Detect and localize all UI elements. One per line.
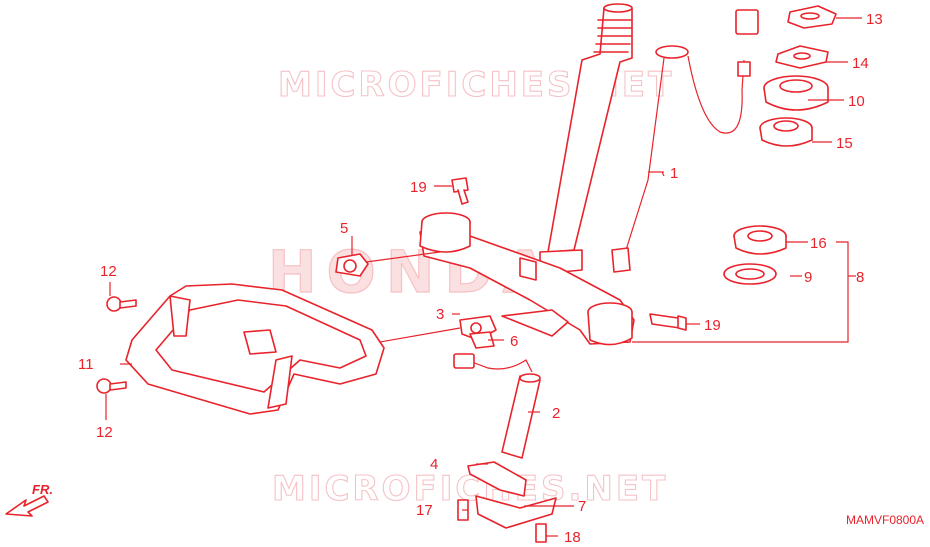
callout-1: 1 [670, 165, 678, 182]
callout-2: 2 [552, 405, 560, 422]
callout-6: 6 [510, 333, 518, 350]
front-direction-arrow: FR. [5, 482, 53, 517]
callout-16: 16 [810, 235, 827, 252]
clamp-parts [335, 253, 569, 349]
callout-10: 10 [848, 93, 865, 110]
callout-15: 15 [836, 135, 853, 152]
damper-sensor-part [453, 353, 557, 529]
callout-12-bottom: 12 [96, 424, 113, 441]
callout-5: 5 [340, 220, 348, 237]
steering-bridge-part [419, 212, 635, 346]
cowl-stay-part [96, 283, 385, 415]
callout-8: 8 [856, 269, 864, 286]
callout-12-top: 12 [100, 263, 117, 280]
callout-18: 18 [564, 529, 581, 546]
front-label: FR. [32, 482, 53, 497]
diagram-code: MAMVF0800A [846, 513, 924, 527]
steering-stem-part [539, 3, 633, 275]
callout-3: 3 [436, 306, 444, 323]
callout-17: 17 [416, 502, 433, 519]
callout-9: 9 [804, 269, 812, 286]
callout-19-right: 19 [704, 317, 721, 334]
callout-7: 7 [578, 498, 586, 515]
callout-4: 4 [430, 456, 438, 473]
sensor-harness-part [611, 9, 759, 273]
callout-19-top: 19 [410, 179, 427, 196]
watermark-bottom: MICROFICHES.NET [272, 469, 668, 509]
lower-bearing-part [723, 225, 787, 285]
leader-lines [105, 17, 862, 537]
callout-11: 11 [78, 356, 94, 373]
bearing-stack-part [759, 5, 837, 147]
callout-13: 13 [866, 11, 883, 28]
callout-14: 14 [852, 55, 869, 72]
